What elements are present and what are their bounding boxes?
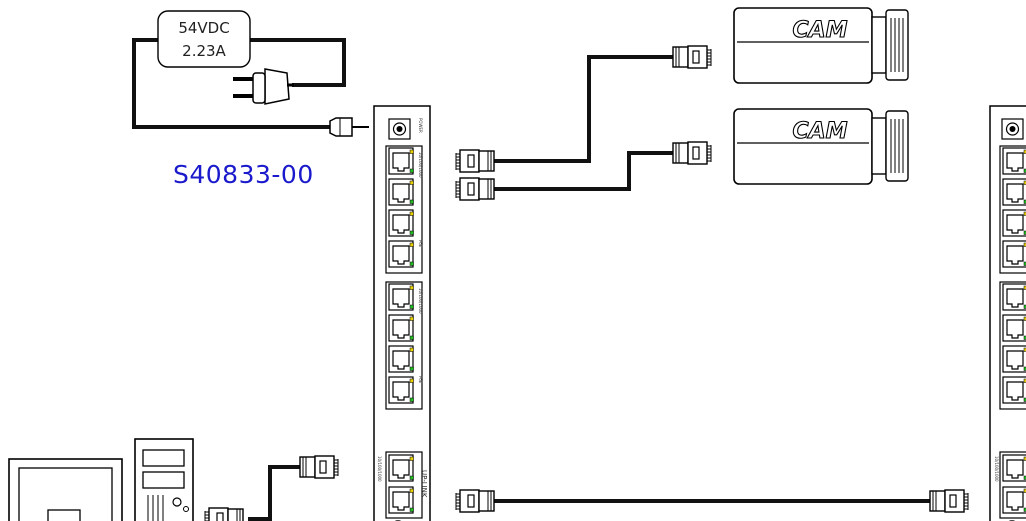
switch-port-6[interactable]	[388, 314, 415, 342]
speed-label-group2: 10/100/1000	[418, 288, 423, 314]
switch-port-3[interactable]	[388, 209, 415, 237]
poe-switch-main: POWER 10/100/1000 PoE 10/100/1000 PoE UP…	[373, 105, 431, 521]
rj45-plug-pc-end	[204, 507, 244, 521]
rj45-plug-cam2-end	[672, 141, 712, 165]
rj45-plug-uplink-right	[929, 489, 969, 513]
poe-label-group2: PoE	[418, 376, 423, 384]
switch-model-label: S40833-00	[173, 160, 314, 189]
speed-label-group1: 10/100/1000	[418, 152, 423, 178]
camera-2-label: CAM	[792, 119, 847, 144]
psu-voltage-label: 54VDC	[178, 19, 229, 37]
switch2-port-8[interactable]	[1002, 376, 1026, 404]
switch2-port-7[interactable]	[1002, 345, 1026, 373]
switch-port-7[interactable]	[388, 345, 415, 373]
switch2-port-5[interactable]	[1002, 283, 1026, 311]
switch-port-4[interactable]	[388, 240, 415, 268]
ip-camera-1: CAM	[733, 7, 909, 84]
computer-tower-icon	[134, 438, 194, 521]
switch2-port-2[interactable]	[1002, 178, 1026, 206]
dc-plug-icon	[329, 117, 369, 137]
switch2-port-3[interactable]	[1002, 209, 1026, 237]
psu-current-label: 2.23A	[182, 42, 226, 60]
switch-port-2[interactable]	[388, 178, 415, 206]
switch2-port-1[interactable]	[1002, 147, 1026, 175]
rj45-plug-cam1-end	[672, 45, 712, 69]
uplink-speed-label: 10/100/1000	[377, 456, 382, 482]
rj45-plug-uplink-left	[455, 489, 495, 513]
poe-label-group1: PoE	[418, 240, 423, 248]
camera-1-label: CAM	[792, 18, 847, 43]
ip-camera-2: CAM	[733, 108, 909, 185]
rj45-plug-cam1-switch-end	[455, 149, 495, 173]
switch2-uplink-speed-label: 10/100/1000	[994, 456, 999, 482]
pc-cable	[248, 465, 300, 521]
uplink-label: UP-LINK	[420, 470, 428, 498]
camera-cables	[494, 55, 673, 191]
power-label: POWER	[418, 118, 423, 133]
ac-plug-icon	[233, 68, 294, 105]
switch2-port-6[interactable]	[1002, 314, 1026, 342]
switch2-port-4[interactable]	[1002, 240, 1026, 268]
switch-port-1[interactable]	[388, 147, 415, 175]
switch2-uplink-2[interactable]	[1002, 486, 1026, 514]
switch2-uplink-1[interactable]	[1002, 454, 1026, 482]
computer-monitor-icon	[8, 458, 123, 521]
power-jack-icon-2	[1001, 118, 1024, 140]
switch-port-5[interactable]	[388, 283, 415, 311]
power-adapter: 54VDC 2.23A	[132, 10, 369, 137]
uplink-port-2[interactable]	[388, 486, 415, 514]
switch-port-8[interactable]	[388, 376, 415, 404]
poe-switch-secondary: 10/100/1000	[989, 105, 1026, 521]
rj45-plug-pc-switch-end	[299, 455, 339, 479]
power-jack-icon	[388, 118, 411, 140]
rj45-plug-cam2-switch-end	[455, 177, 495, 201]
uplink-port-1[interactable]	[388, 454, 415, 482]
